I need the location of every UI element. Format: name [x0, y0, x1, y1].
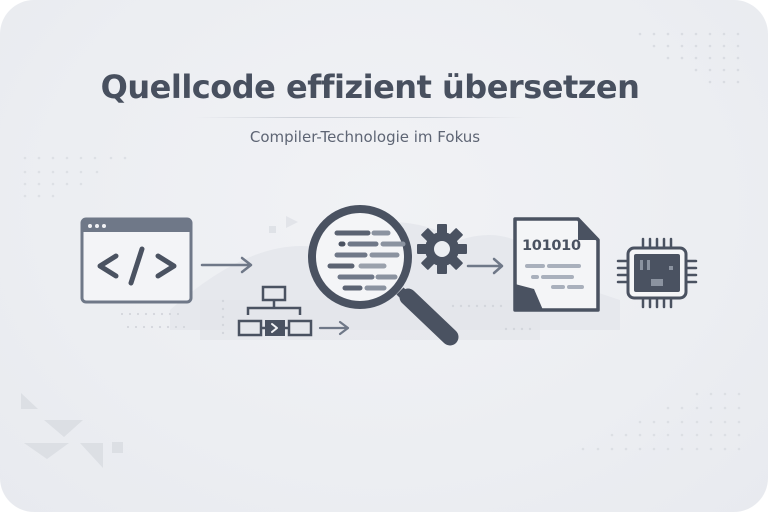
binary-text: 101010 — [522, 238, 581, 254]
cpu-chip-icon — [616, 237, 698, 309]
dot-grid-top-right — [638, 32, 740, 84]
dot-grid-left — [23, 156, 127, 198]
magnifier-icon — [308, 205, 459, 346]
page-title: Quellcode effizient übersetzen — [100, 68, 640, 106]
arrow-right-icon — [466, 257, 504, 275]
dot-grid-bottom-right — [581, 392, 741, 451]
arrow-right-icon — [200, 256, 253, 274]
binary-file-icon: 101010 — [512, 216, 602, 314]
decorative-triangles — [21, 393, 123, 468]
gear-icon — [417, 224, 467, 274]
title-divider — [195, 117, 525, 118]
code-window-icon — [80, 217, 193, 304]
flowchart-icon — [237, 285, 350, 337]
page-subtitle: Compiler-Technologie im Fokus — [249, 128, 481, 146]
